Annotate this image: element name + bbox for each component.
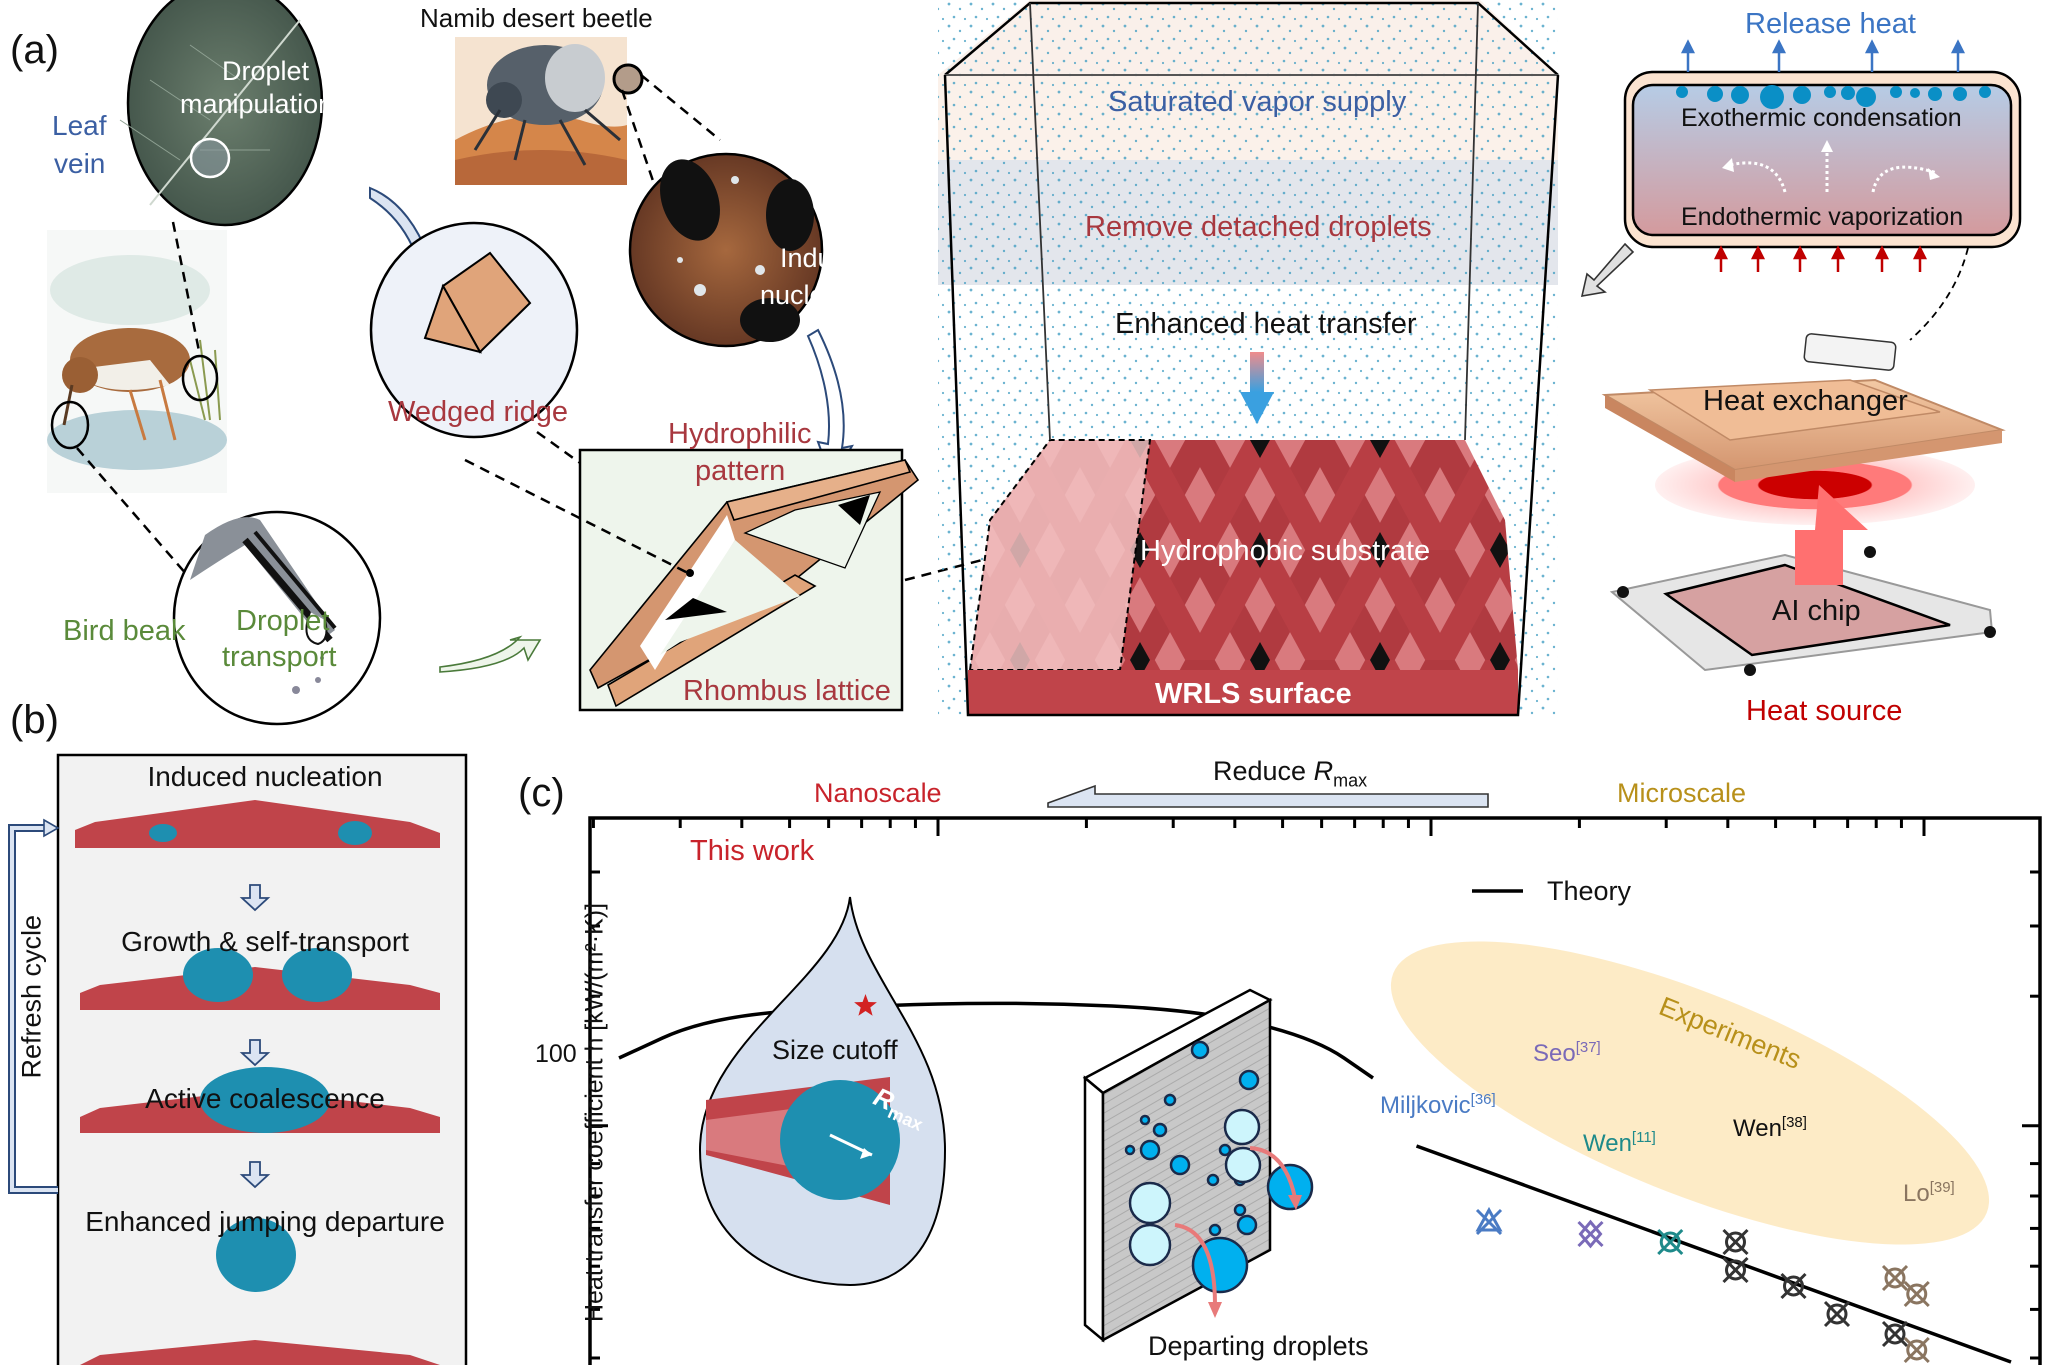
- simulation-box: [938, 0, 1560, 717]
- marker-wen-38: [1722, 1256, 1749, 1284]
- rhombus-lattice-illustration: [578, 448, 920, 712]
- leaf-vein-illustration: [119, 0, 324, 227]
- departing-droplets-label: Departing droplets: [1148, 1331, 1369, 1361]
- step-enhanced-jumping-departure: Enhanced jumping departure: [85, 1206, 445, 1237]
- this-work-label: This work: [690, 835, 815, 867]
- ai-chip-label: AI chip: [1772, 595, 1861, 627]
- heat-exchanger-label: Heat exchanger: [1703, 385, 1908, 417]
- departing-droplets-illustration: [1082, 988, 1314, 1343]
- marker-wen-38: [1722, 1228, 1749, 1256]
- bird-beak-zoom: [172, 510, 382, 726]
- hydrophobic-label: Hydrophobic substrate: [1140, 535, 1431, 567]
- leaf-vein-label-2: vein: [54, 148, 106, 179]
- y-axis-label: Heat transfer coefficient h [kW/(m²·K)]: [580, 902, 609, 1323]
- y-axis-ticks: [590, 870, 2040, 1360]
- step-active-coalescence: Active coalescence: [145, 1083, 385, 1114]
- series-label-wen11: Wen[11]: [1583, 1129, 1656, 1157]
- marker-wen-38: [1823, 1300, 1851, 1328]
- series-label-wen38: Wen[38]: [1733, 1114, 1807, 1142]
- leaf-vein-label-1: Leaf: [52, 110, 107, 141]
- release-heat-label: Release heat: [1745, 8, 1916, 40]
- heat-source-label: Heat source: [1746, 695, 1903, 727]
- panel-c-label: (c): [518, 771, 565, 815]
- reduce-rmax-var: R: [1313, 756, 1334, 786]
- bird-beak-label: Bird beak: [63, 615, 186, 647]
- y-tick-100: 100: [535, 1040, 577, 1068]
- marker-wen-11: [1657, 1228, 1684, 1256]
- panel-a-label: (a): [10, 28, 59, 72]
- hydrophilic-label-2: pattern: [695, 455, 786, 487]
- size-cutoff-label: Size cutoff: [772, 1035, 898, 1065]
- experiment-markers: [1475, 1206, 1930, 1364]
- beetle-name-label: Namib desert beetle: [420, 3, 653, 33]
- theory-line-microscale: [1415, 1144, 2012, 1364]
- reduce-rmax-sub: max: [1333, 770, 1368, 791]
- droplet-transport-label-1: Droplet: [236, 605, 330, 637]
- marker-lo-39: [1903, 1280, 1930, 1308]
- step-induced-nucleation: Induced nucleation: [147, 761, 383, 792]
- vapor-chamber: [1623, 39, 2022, 341]
- heat-exchanger-illustration: [1601, 333, 2006, 525]
- series-label-seo: Seo[37]: [1533, 1039, 1601, 1067]
- experiments-region: [1390, 941, 1990, 1245]
- reduce-rmax-text: Reduce: [1213, 756, 1314, 786]
- reduce-rmax-label: Reduce Rmax: [1213, 756, 1368, 791]
- microscale-label: Microscale: [1617, 778, 1747, 808]
- droplet-manipulation-label-1: Droplet: [222, 56, 310, 86]
- beetle-nucleation-zoom: [628, 152, 824, 348]
- x-axis-ticks: [591, 818, 1926, 836]
- induced-nucleation-label-1: Induced: [780, 243, 877, 273]
- size-cutoff-balloon: [698, 896, 947, 1287]
- beetle-illustration: [455, 37, 644, 185]
- marker-miljkovic-36: [1475, 1206, 1503, 1236]
- panel-b-label: (b): [10, 698, 59, 742]
- saturated-vapor-label: Saturated vapor supply: [1108, 86, 1407, 118]
- series-label-miljkovic: Miljkovic[36]: [1380, 1091, 1496, 1119]
- rhombus-lattice-label: Rhombus lattice: [683, 675, 891, 707]
- marker-lo-39: [1903, 1336, 1930, 1364]
- exothermic-label: Exothermic condensation: [1681, 104, 1962, 132]
- this-work-star: [854, 994, 877, 1016]
- remove-droplets-label: Remove detached droplets: [1085, 211, 1432, 243]
- marker-lo-39: [1881, 1264, 1909, 1292]
- endothermic-label: Endothermic vaporization: [1681, 203, 1964, 231]
- wedged-ridge-label: Wedged ridge: [388, 396, 569, 428]
- ai-chip-illustration: [1609, 485, 1996, 676]
- reduce-rmax-arrow: [1047, 784, 1489, 808]
- droplet-transport-label-2: transport: [222, 641, 337, 673]
- hydrophilic-label-1: Hydrophilic: [668, 418, 812, 450]
- marker-seo-37: [1577, 1219, 1604, 1249]
- bird-illustration: [47, 230, 227, 493]
- legend-theory-label: Theory: [1547, 876, 1632, 906]
- enhanced-heat-label: Enhanced heat transfer: [1115, 308, 1417, 340]
- marker-wen-38: [1780, 1272, 1807, 1300]
- wrls-surface-label: WRLS surface: [1155, 678, 1352, 710]
- step-growth-self-transport: Growth & self-transport: [121, 926, 409, 957]
- wedged-ridge-zoom: [369, 221, 579, 439]
- droplet-manipulation-label-2: manipulation: [180, 89, 334, 119]
- marker-wen-38: [1881, 1320, 1909, 1348]
- chart-axes: [588, 816, 2042, 1365]
- nanoscale-label: Nanoscale: [814, 778, 942, 808]
- theory-curve-nanoscale: [618, 1001, 1374, 1080]
- induced-nucleation-label-2: nucleation: [760, 280, 884, 310]
- series-label-lo: Lo[39]: [1903, 1179, 1955, 1207]
